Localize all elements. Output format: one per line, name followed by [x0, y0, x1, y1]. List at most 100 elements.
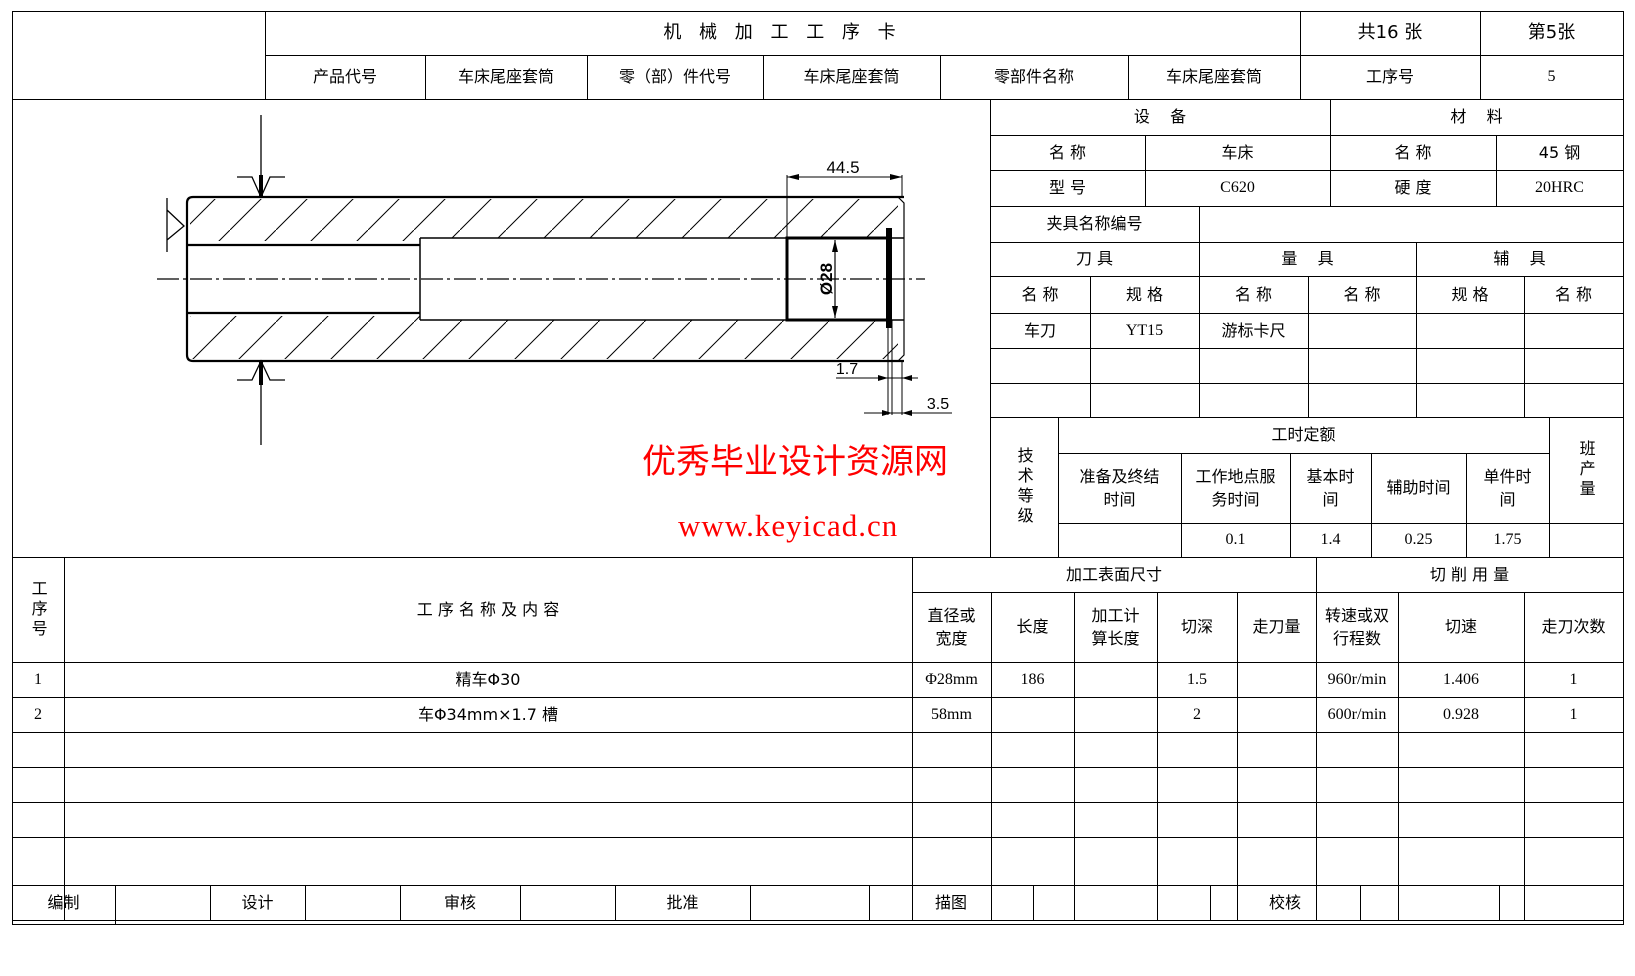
time-value-service[interactable]: 0.1: [1225, 531, 1246, 549]
divider: [1480, 11, 1481, 99]
tool-col-header: 名 称: [1554, 284, 1593, 304]
time-value-auxiliary[interactable]: 0.25: [1404, 531, 1433, 549]
tool-cell[interactable]: [1308, 313, 1416, 348]
time-col-unit: 单件时 间: [1466, 453, 1549, 523]
divider: [1308, 276, 1309, 417]
op-depth[interactable]: 2: [1193, 705, 1201, 723]
review-label: 审核: [443, 892, 476, 912]
op-col-line: 行程数: [1332, 629, 1381, 648]
part-code-value[interactable]: 车床尾座套筒: [803, 67, 900, 87]
time-col-line: 基本时: [1306, 466, 1355, 486]
product-code-value[interactable]: 车床尾座套筒: [457, 67, 554, 87]
op-speed[interactable]: 600r/min: [1327, 705, 1387, 723]
op-content[interactable]: 精车Φ30: [455, 669, 521, 689]
divider: [990, 417, 1623, 418]
divider: [115, 920, 116, 924]
part-name-value[interactable]: 车床尾座套筒: [1165, 67, 1262, 87]
time-value-unit[interactable]: 1.75: [1493, 531, 1522, 549]
check-signature[interactable]: [1360, 885, 1499, 920]
tool-cell[interactable]: 游标卡尺: [1221, 320, 1286, 340]
divider: [1237, 592, 1238, 920]
op-depth[interactable]: 1.5: [1187, 670, 1207, 688]
divider: [12, 885, 1624, 886]
divider: [12, 837, 1624, 838]
design-signature[interactable]: [305, 885, 400, 920]
divider: [990, 206, 1623, 207]
shift-output-label: 班产量: [1576, 440, 1596, 500]
op-seq[interactable]: 1: [34, 670, 42, 688]
op-speed[interactable]: 960r/min: [1327, 670, 1387, 688]
divider: [990, 242, 1623, 243]
op-cut-speed[interactable]: 1.406: [1443, 670, 1479, 688]
divider: [1210, 885, 1211, 920]
time-col-line: 务时间: [1211, 490, 1260, 509]
tool-cell[interactable]: YT15: [1125, 321, 1164, 339]
compile-signature[interactable]: [115, 885, 210, 920]
op-passes[interactable]: 1: [1569, 705, 1578, 723]
tool-cell[interactable]: [1524, 313, 1623, 348]
divider: [12, 662, 1624, 663]
frame-top: [12, 11, 1624, 12]
time-value-prep[interactable]: [1058, 523, 1181, 557]
op-cut-speed[interactable]: 0.928: [1443, 705, 1479, 723]
time-col-line: 工作地点服: [1195, 466, 1276, 486]
divider: [869, 885, 870, 920]
op-col-depth: 切深: [1180, 617, 1213, 637]
op-diameter[interactable]: 58mm: [931, 705, 972, 723]
divider: [990, 135, 1623, 136]
divider: [12, 732, 1624, 733]
divider: [1058, 453, 1549, 454]
divider: [587, 55, 588, 99]
tool-col-header: 名 称: [1234, 284, 1273, 304]
cutting-tools-label: 刀 具: [1075, 249, 1114, 269]
op-diameter[interactable]: Φ28mm: [925, 670, 978, 688]
divider: [1145, 135, 1146, 206]
divider: [12, 557, 1624, 558]
divider: [1090, 276, 1091, 417]
tool-cell[interactable]: [1416, 313, 1524, 348]
material-hardness-label: 硬 度: [1394, 178, 1432, 198]
approve-signature[interactable]: [750, 885, 869, 920]
dim-length-44-5: 44.5: [826, 158, 859, 177]
divider: [1199, 206, 1200, 417]
op-passes[interactable]: 1: [1569, 670, 1578, 688]
divider: [1058, 523, 1623, 524]
equipment-name-label: 名 称: [1048, 142, 1087, 162]
divider: [990, 276, 1623, 277]
equipment-model-value[interactable]: C620: [1220, 179, 1255, 197]
op-col-line: 加工计: [1091, 605, 1140, 625]
divider: [1466, 453, 1467, 557]
op-feed[interactable]: [1237, 697, 1316, 732]
divider: [763, 55, 764, 99]
divider: [425, 55, 426, 99]
trace-signature[interactable]: [1033, 885, 1210, 920]
equipment-name-value[interactable]: 车床: [1221, 142, 1254, 162]
op-feed[interactable]: [1237, 662, 1316, 697]
divider: [1398, 592, 1399, 920]
time-quota-label: 工时定额: [1271, 425, 1336, 445]
divider: [115, 885, 116, 920]
op-seq[interactable]: 2: [34, 705, 42, 723]
material-hardness-value[interactable]: 20HRC: [1535, 179, 1584, 197]
op-length[interactable]: 186: [1020, 670, 1045, 688]
op-col-speed: 转速或双 行程数: [1316, 592, 1398, 662]
divider: [1524, 592, 1525, 920]
op-calc-length[interactable]: [1074, 697, 1157, 732]
op-calc-length[interactable]: [1074, 662, 1157, 697]
divider: [990, 170, 1623, 171]
process-no-value[interactable]: 5: [1547, 68, 1556, 86]
time-value-basic[interactable]: 1.4: [1320, 531, 1341, 549]
time-col-line: 单件时: [1483, 466, 1532, 486]
review-signature[interactable]: [520, 885, 615, 920]
divider: [1524, 276, 1525, 417]
op-content[interactable]: 车Φ34mm×1.7 槽: [417, 704, 559, 724]
tool-cell[interactable]: 车刀: [1023, 320, 1056, 340]
material-name-value[interactable]: 45 钢: [1538, 142, 1581, 162]
fixture-value[interactable]: [1199, 206, 1623, 242]
frame-right: [1623, 11, 1624, 924]
divider: [1128, 55, 1129, 99]
op-length[interactable]: [991, 697, 1074, 732]
divider: [1058, 417, 1059, 557]
auxiliary-tools-label: 辅 具: [1493, 249, 1546, 269]
divider: [1330, 99, 1331, 206]
